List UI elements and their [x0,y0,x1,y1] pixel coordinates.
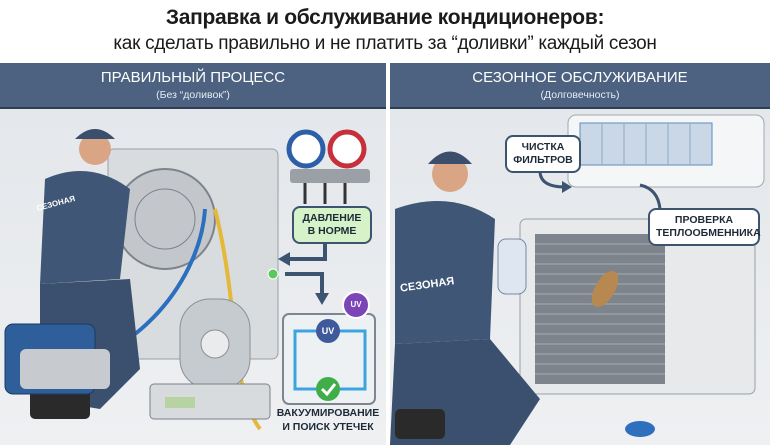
left-panel-header: ПРАВИЛЬНЫЙ ПРОЦЕСС (Без “доливок”) [0,63,386,109]
left-header-title: ПРАВИЛЬНЫЙ ПРОЦЕСС [100,69,286,86]
spray-bottle [497,238,527,295]
digital-scale [149,383,271,420]
left-illustration [4,129,376,431]
pressure-label-line2: В НОРМЕ [307,225,357,237]
brush-icon [591,270,619,308]
exchanger-label-line1: ПРОВЕРКА [674,214,734,226]
filter-label-line1: ЧИСТКА [521,141,565,153]
caption-line1: ВАКУУМИРОВАНИЕ [276,407,380,419]
vacuum-leak-caption: ВАКУУМИРОВАНИЕ И ПОИСК УТЕЧЕК [270,406,386,434]
right-panel-illustration: ЧИСТКА ФИЛЬТРОВ ПРОВЕРКА ТЕПЛООБМЕННИКА … [390,109,770,445]
left-header-subtitle: (Без “доливок”) [156,89,230,101]
gauge-blue-icon [286,129,326,169]
check-icon [316,377,340,401]
caption-line2: И ПОИСК УТЕЧЕК [282,421,374,433]
gauge-red-icon [327,129,367,169]
page-title: Заправка и обслуживание кондиционеров: [165,6,605,29]
uv-bulb-icon [342,291,370,319]
page-subtitle: как сделать правильно и не платить за “д… [113,33,657,54]
exchanger-label-line2: ТЕПЛООБМЕННИКА [656,227,761,239]
fan-grille [114,168,216,270]
filter-label-line2: ФИЛЬТРОВ [513,154,573,166]
right-illustration [390,114,765,445]
right-panel-header: СЕЗОННОЕ ОБСЛУЖИВАНИЕ (Долговечность) [390,63,770,109]
right-header-title: СЕЗОННОЕ ОБСЛУЖИВАНИЕ [472,69,688,86]
filter-cleaning-label: ЧИСТКА ФИЛЬТРОВ [505,135,581,173]
pressure-ok-label: ДАВЛЕНИЕ В НОРМЕ [292,206,372,244]
uv-node-label: UV [321,326,335,336]
right-header-subtitle: (Долговечность) [540,89,620,101]
uv-cycle-node [316,319,340,343]
heat-exchanger-label: ПРОВЕРКА ТЕПЛООБМЕННИКА [648,208,761,246]
pressure-label-line1: ДАВЛЕНИЕ [302,212,362,224]
connection-point [267,268,279,280]
left-panel-illustration: ДАВЛЕНИЕ В НОРМЕ UV UV СЕЗОНАЯ ВАКУУМИРО… [0,109,386,445]
uv-badge: UV [350,300,362,309]
